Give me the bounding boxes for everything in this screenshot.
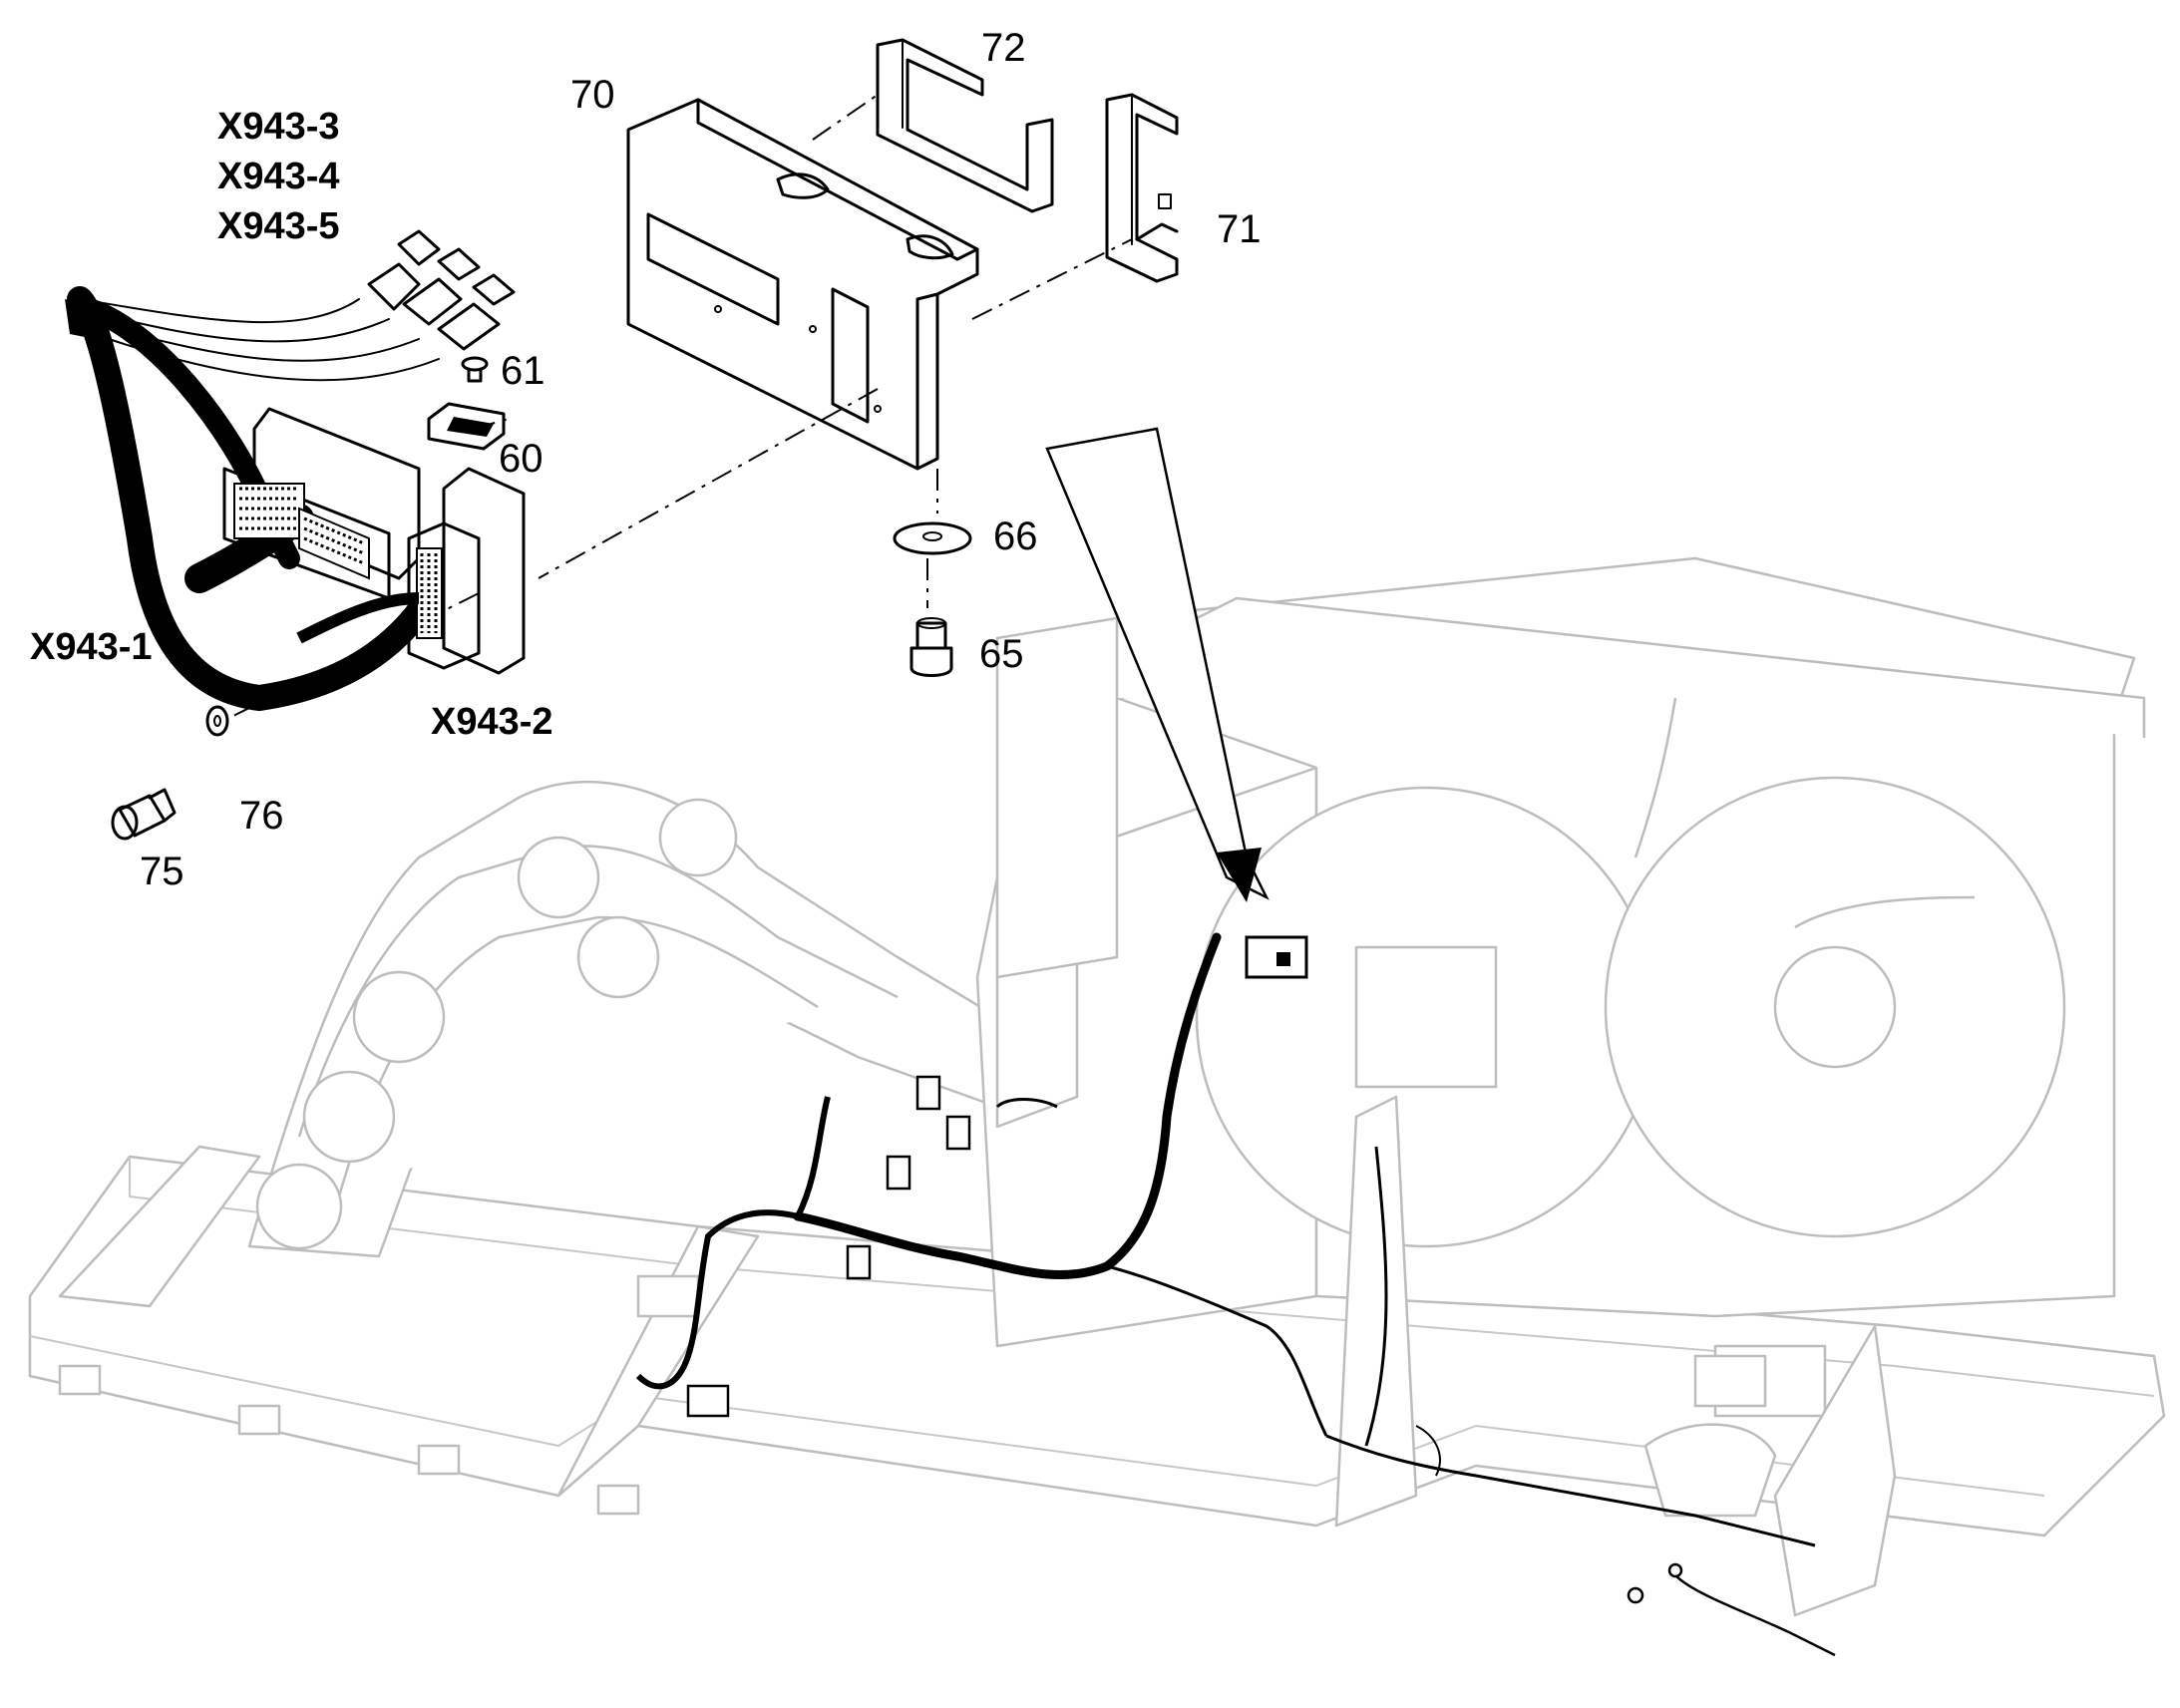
washer-part-76	[205, 705, 229, 737]
connector-label-x943-4: X943-4	[217, 156, 340, 197]
connector-label-x943-1: X943-1	[30, 626, 153, 668]
washer-part-66	[893, 521, 972, 555]
screw-part-61	[461, 356, 489, 383]
connector-x943-3-plug	[367, 229, 441, 311]
bracket-part-71	[1105, 93, 1179, 283]
connector-label-x943-5: X943-5	[217, 205, 340, 247]
connector-x943-2-body	[296, 467, 526, 675]
callout-60: 60	[499, 437, 544, 481]
connector-x943-1-body	[222, 407, 421, 600]
callout-70: 70	[570, 73, 615, 117]
bolt-part-65	[909, 617, 953, 677]
callout-71: 71	[1217, 207, 1262, 251]
connector-label-x943-3: X943-3	[217, 106, 340, 148]
connector-label-x943-2: X943-2	[431, 701, 553, 743]
callout-61: 61	[501, 349, 545, 393]
callout-65: 65	[979, 632, 1024, 676]
machine-harness	[635, 932, 1836, 1657]
connector-x943-4-plug	[402, 247, 481, 326]
callout-66: 66	[993, 514, 1038, 558]
detail-pointer-arrow	[1045, 427, 1270, 902]
connector-harness	[65, 229, 526, 712]
callout-76: 76	[239, 794, 284, 838]
bolt-part-75	[111, 788, 177, 841]
machine-frame	[28, 556, 2166, 1617]
clip-part-60	[427, 402, 506, 451]
assembly-leader-lines	[228, 94, 1133, 719]
bracket-part-70	[626, 98, 979, 471]
connector-x943-5-plug	[437, 273, 516, 351]
callout-75: 75	[140, 850, 184, 893]
bracket-part-72	[876, 38, 1054, 213]
callout-72: 72	[981, 26, 1026, 70]
